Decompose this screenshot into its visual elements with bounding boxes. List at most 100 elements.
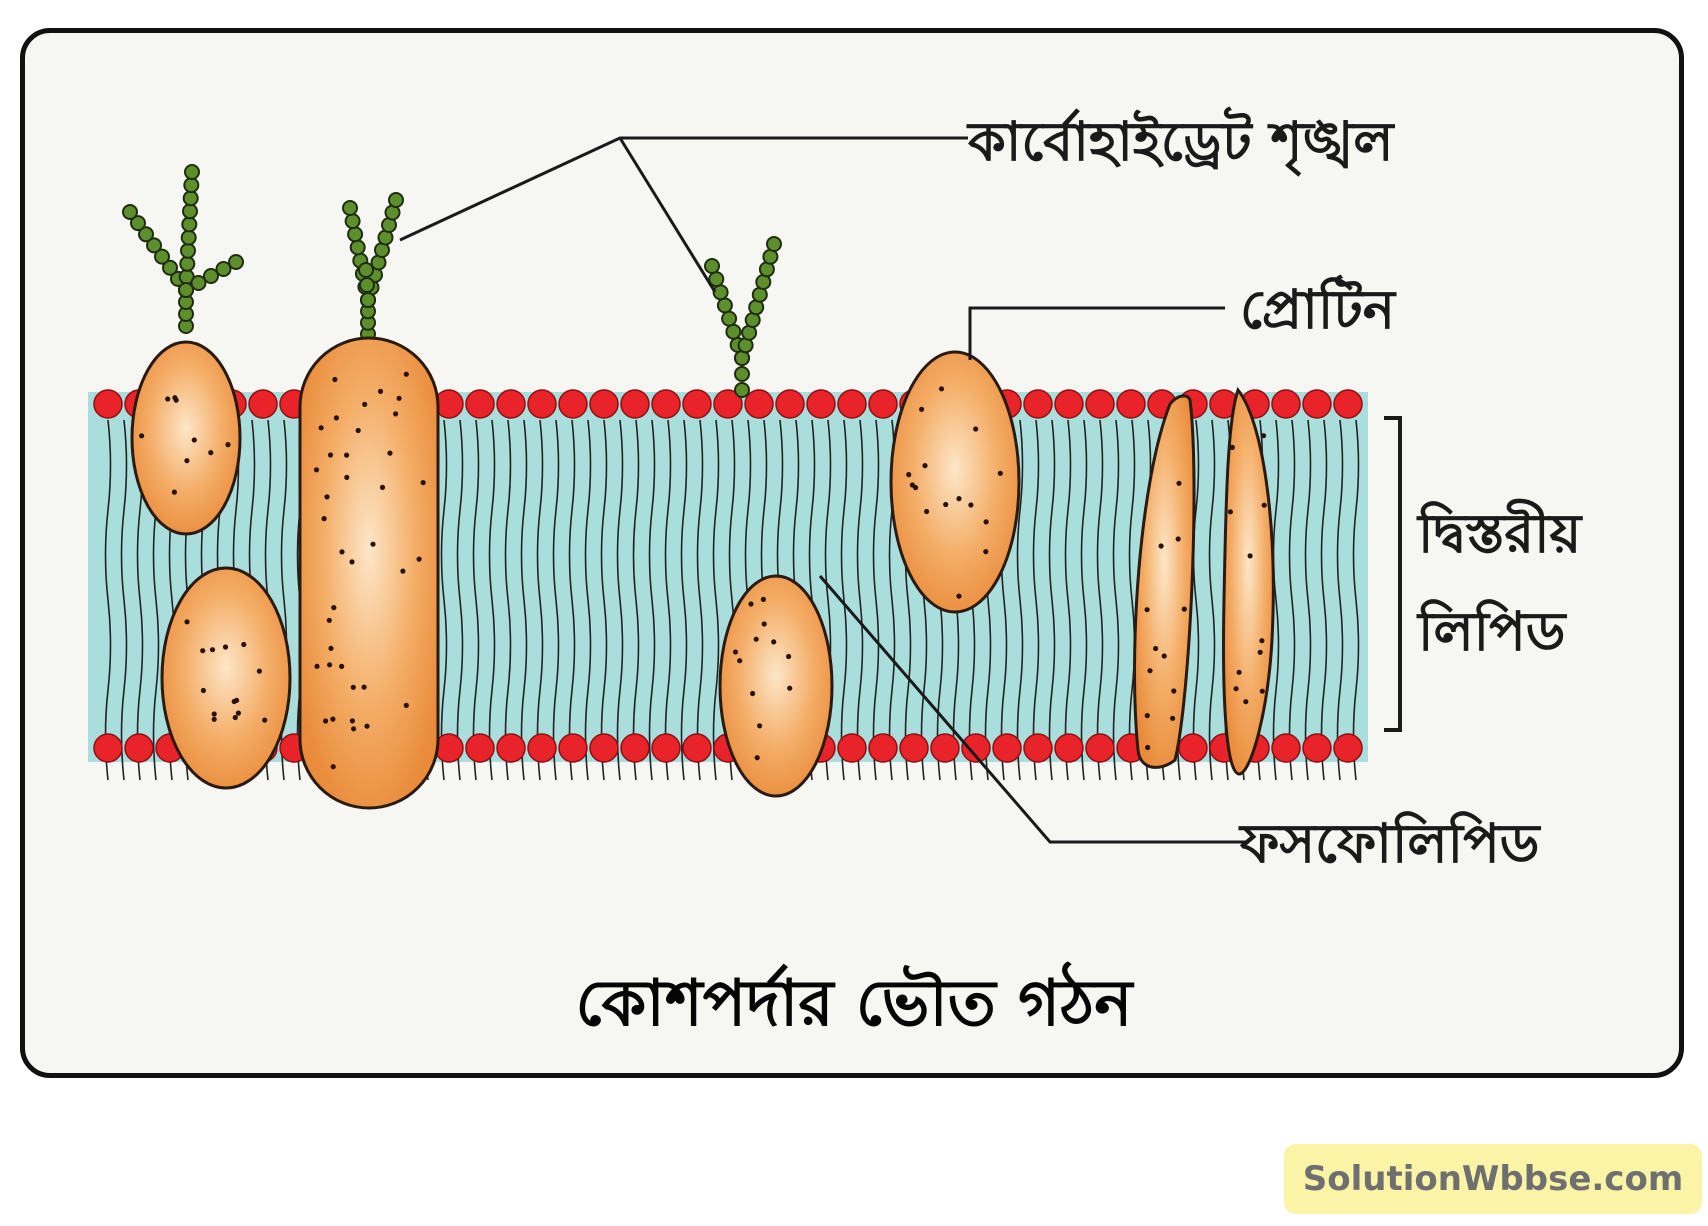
protein-speckle — [379, 484, 386, 490]
phospholipid-head-bottom — [1302, 733, 1332, 763]
protein-speckle — [344, 474, 350, 480]
protein-speckle — [355, 427, 361, 434]
protein-speckle — [732, 649, 739, 655]
protein-speckle — [393, 411, 399, 417]
protein-speckle — [968, 502, 974, 508]
phospholipid-head-bottom — [527, 733, 557, 763]
lipid-tail-upper — [264, 419, 272, 601]
lipid-tail-upper — [712, 419, 720, 601]
protein-speckle — [956, 496, 962, 502]
sugar-bead — [388, 192, 404, 208]
protein-speckle — [211, 716, 217, 722]
protein-speckle — [333, 415, 339, 421]
phospholipid-head-bottom — [899, 733, 929, 763]
lipid-tail-upper — [1336, 419, 1344, 601]
protein-4 — [718, 574, 834, 798]
protein-speckle — [387, 450, 393, 456]
protein-3 — [298, 336, 440, 810]
lipid-tail-upper — [536, 419, 544, 601]
protein-speckle — [956, 593, 962, 599]
carbohydrate-leader-line-1 — [399, 136, 968, 242]
protein-speckle — [1153, 645, 1159, 652]
lipid-tail-upper — [1112, 419, 1120, 601]
protein-speckle — [943, 501, 949, 508]
protein-speckle — [184, 458, 190, 464]
sugar-bead — [190, 275, 207, 291]
watermark-badge: SolutionWbbse.com — [1284, 1144, 1702, 1214]
phospholipid-head-bottom — [992, 733, 1022, 763]
protein-speckle — [754, 755, 760, 761]
sugar-bead — [183, 177, 200, 194]
protein-speckle — [208, 450, 214, 456]
phospholipid-head-bottom — [1054, 733, 1084, 763]
protein-speckle — [326, 617, 332, 623]
lipid-tail-upper — [248, 419, 256, 601]
carbohydrate-chain-label: কার্বোহাইড্রেট শৃঙ্খল — [966, 106, 1395, 177]
protein-speckle — [1236, 669, 1242, 675]
lipid-tail-lower — [712, 599, 720, 781]
protein-speckle — [330, 764, 336, 770]
protein-speckle — [753, 636, 759, 642]
protein-speckle — [321, 516, 327, 522]
protein-speckle — [231, 698, 237, 705]
protein-speckle — [1261, 433, 1267, 439]
phospholipid-head-bottom — [1333, 733, 1363, 763]
protein-speckle — [200, 648, 206, 654]
lipid-tail-upper — [1064, 419, 1072, 601]
phospholipid-head-bottom — [620, 733, 650, 763]
lipid-tail-upper — [584, 419, 592, 601]
phospholipid-head-bottom — [837, 733, 867, 763]
protein-speckle — [165, 396, 171, 402]
protein-speckle — [330, 716, 336, 722]
lipid-tail-upper — [664, 419, 672, 601]
lipid-tail-lower — [1112, 599, 1120, 781]
sugar-bead — [215, 261, 232, 277]
diagram-caption: কোশপর্দার ভৌত গঠন — [575, 967, 1133, 1041]
lipid-tail-upper — [456, 419, 464, 601]
phospholipid-head-bottom — [930, 733, 960, 763]
protein-5 — [889, 350, 1021, 614]
protein-speckle — [314, 663, 320, 669]
lipid-tail-upper — [872, 419, 880, 601]
phospholipid-head-top — [868, 389, 898, 419]
protein-speckle — [1243, 699, 1249, 705]
protein-leader-line — [968, 306, 1225, 360]
phospholipid-head-top — [806, 389, 836, 419]
protein-speckle — [1233, 686, 1239, 692]
protein-speckle — [323, 718, 329, 724]
protein-speckle — [139, 433, 145, 439]
sugar-bead — [130, 215, 146, 232]
protein-speckle — [420, 480, 426, 486]
protein-speckle — [403, 371, 409, 377]
sugar-bead — [182, 190, 199, 207]
lipid-tail-lower — [680, 599, 688, 781]
protein-speckle — [256, 668, 262, 674]
phospholipid-head-bottom — [558, 733, 588, 763]
protein-speckle — [748, 601, 754, 607]
protein-speckle — [222, 644, 229, 650]
lipid-tail-lower — [648, 599, 656, 781]
lipid-tail-upper — [744, 419, 752, 601]
protein-speckle — [757, 723, 763, 729]
lipid-tail-upper — [488, 419, 496, 601]
protein-speckle — [370, 541, 376, 547]
protein-speckle — [1247, 553, 1253, 559]
protein-speckle — [339, 549, 345, 555]
protein-1 — [130, 340, 242, 536]
sugar-bead — [347, 226, 364, 243]
sugar-bead — [725, 323, 742, 340]
phospholipid-head-bottom — [1085, 733, 1115, 763]
protein-speckle — [313, 467, 320, 473]
sugar-bead — [721, 310, 738, 327]
bilayer-bracket — [1384, 416, 1402, 732]
lipid-tail-lower — [152, 599, 160, 781]
protein-speckle — [172, 395, 178, 401]
sugar-bead — [180, 242, 196, 259]
protein-speckle — [1176, 480, 1182, 486]
sugar-bead — [734, 382, 750, 398]
phospholipid-leader-line — [818, 575, 1248, 844]
protein-speckle — [350, 684, 356, 690]
protein-speckle — [1257, 649, 1263, 655]
protein-speckle — [200, 687, 206, 694]
